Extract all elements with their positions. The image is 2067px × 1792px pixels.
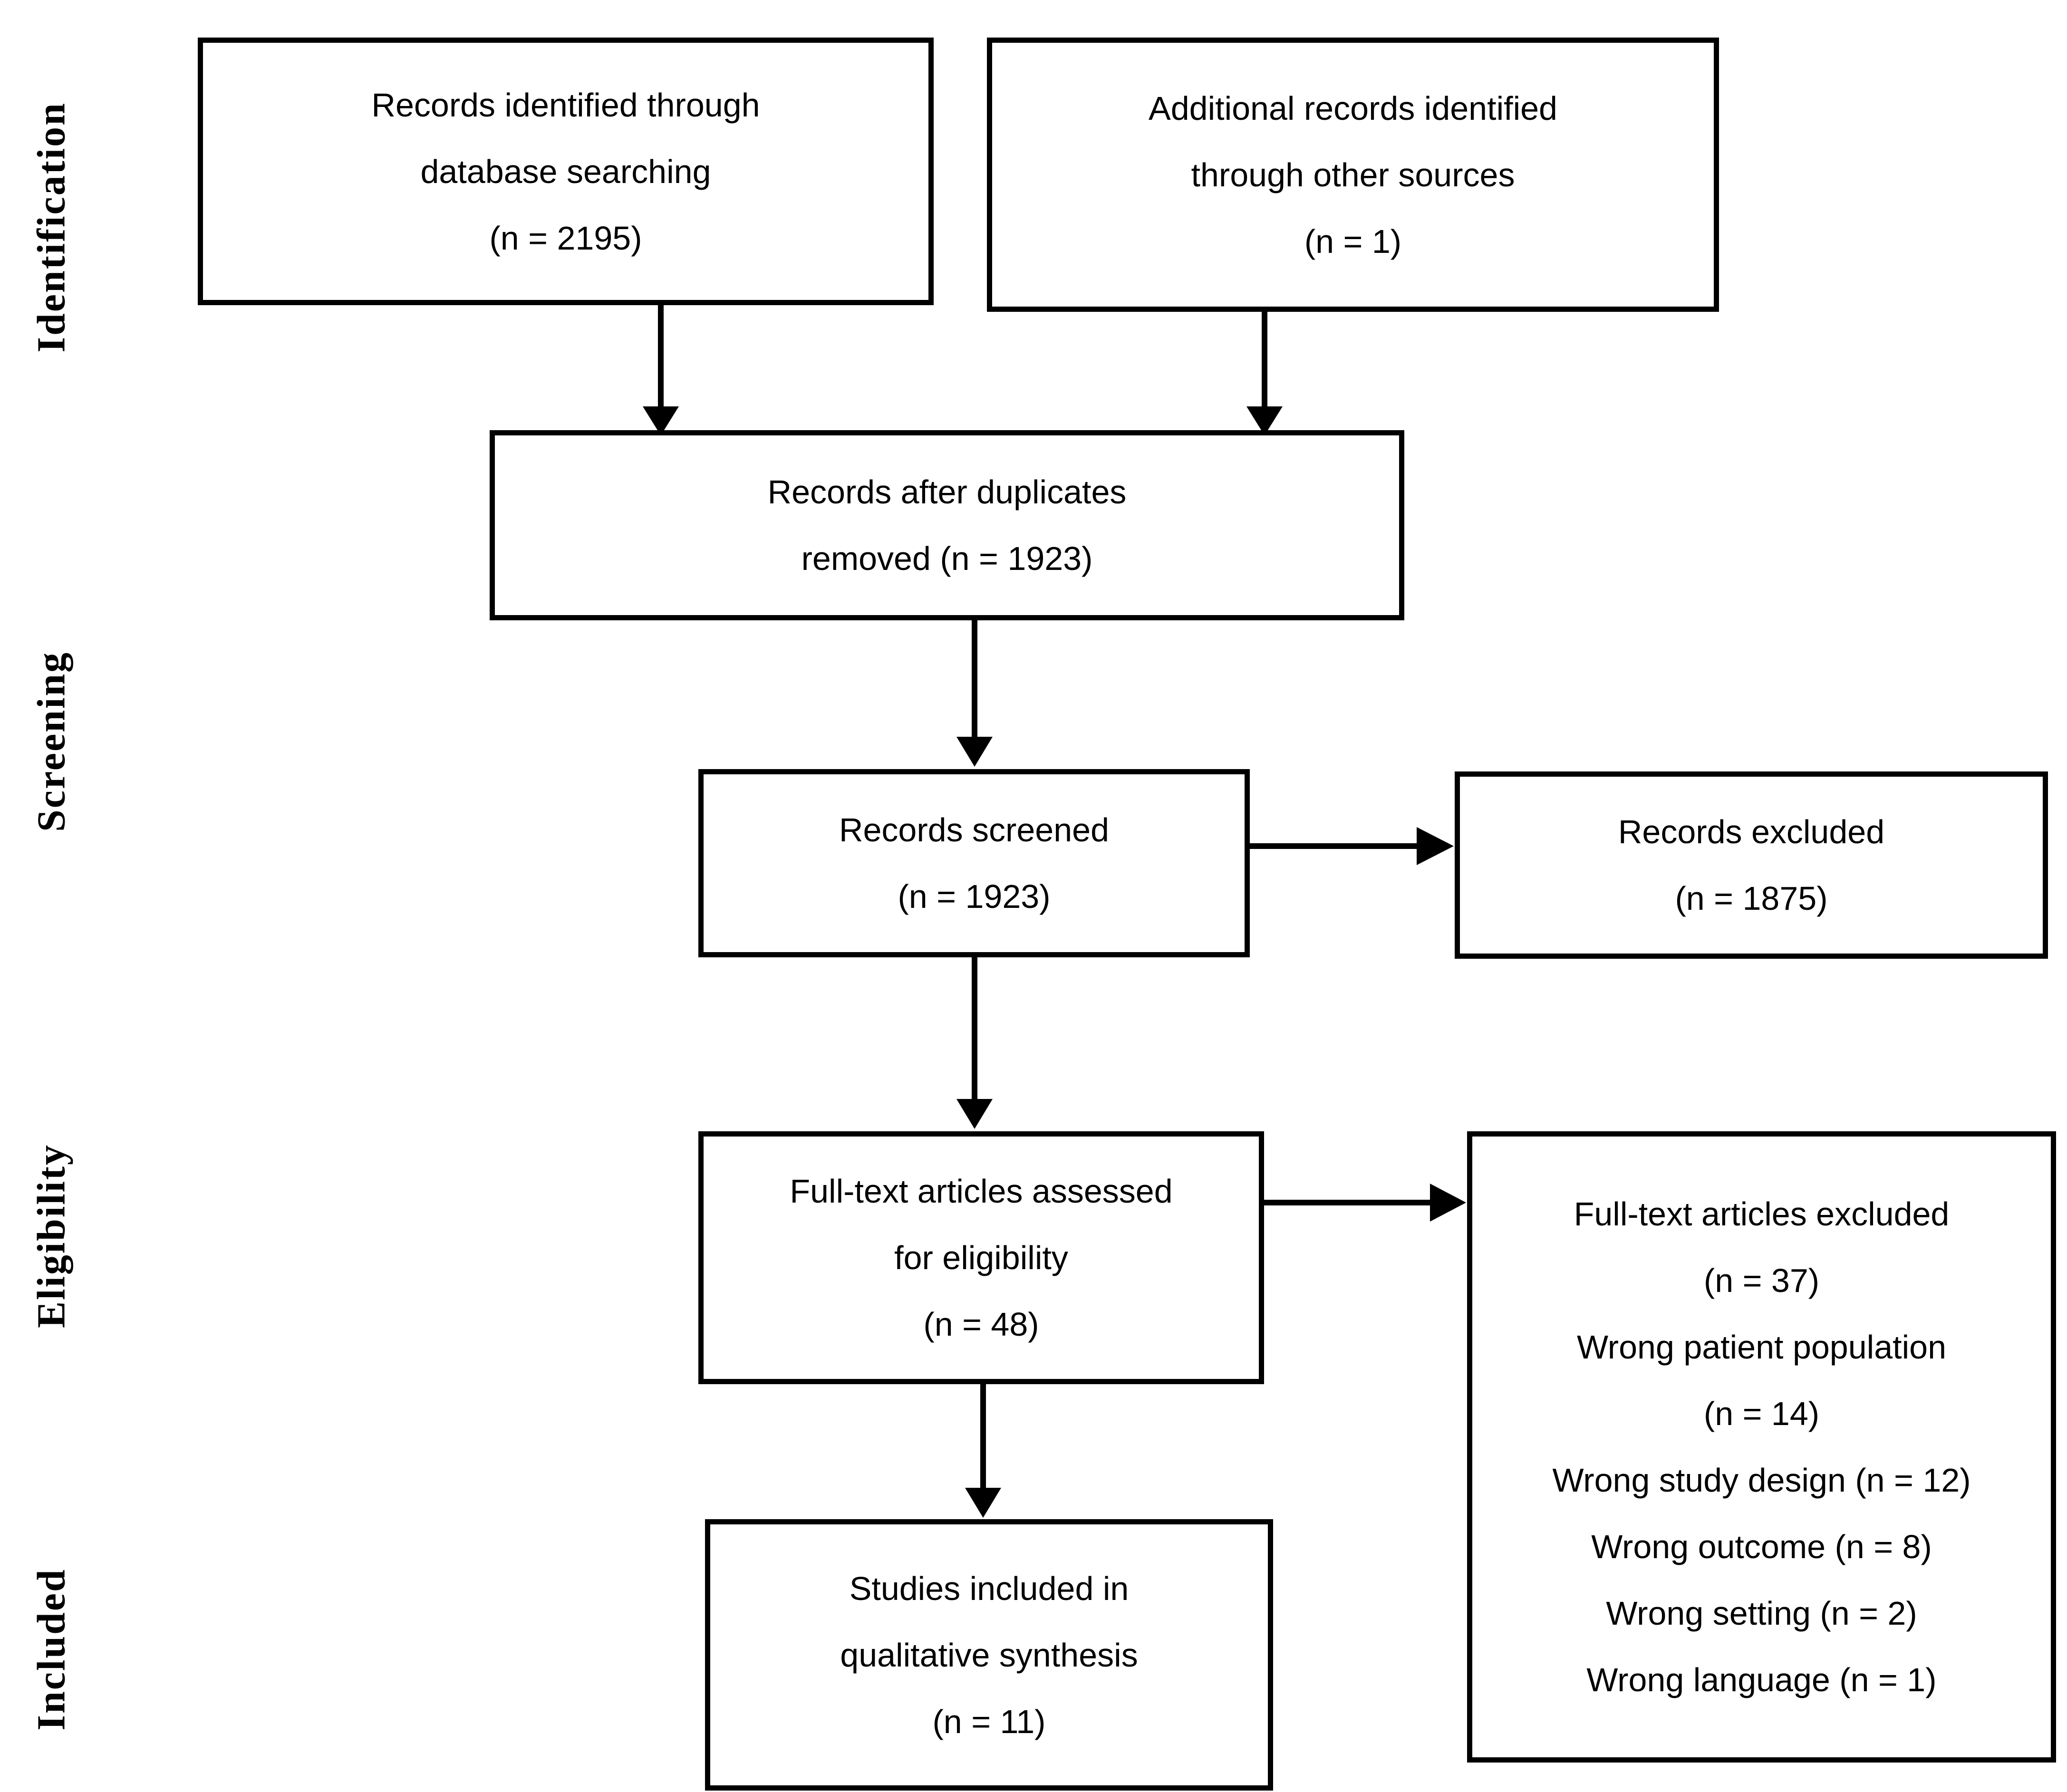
box-fulltext-assessed: Full-text articles assessed for eligibil…	[698, 1131, 1264, 1384]
box-line: Records excluded	[1618, 813, 1885, 850]
arrow-screened-to-fulltext	[956, 957, 993, 1129]
box-line: Wrong setting (n = 2)	[1606, 1595, 1917, 1632]
box-line: Records after duplicates	[767, 473, 1127, 511]
box-line: removed (n = 1923)	[801, 540, 1093, 577]
box-fulltext-excluded: Full-text articles excluded (n = 37) Wro…	[1467, 1131, 2056, 1763]
stage-label-screening: Screening	[29, 651, 74, 832]
box-records-screened: Records screened (n = 1923)	[698, 769, 1250, 957]
box-line: (n = 11)	[932, 1703, 1046, 1740]
stage-label-eligibility: Eligibility	[29, 1144, 74, 1328]
box-line: (n = 2195)	[489, 219, 642, 257]
box-line: Studies included in	[849, 1570, 1129, 1607]
box-records-excluded: Records excluded (n = 1875)	[1455, 771, 2048, 959]
box-line: database searching	[420, 153, 711, 190]
box-line: (n = 1923)	[898, 878, 1051, 915]
box-line: Records screened	[839, 811, 1110, 848]
box-line: (n = 48)	[923, 1306, 1039, 1343]
arrow-fulltext-to-included	[965, 1384, 1001, 1518]
box-line: Records identified through	[371, 86, 760, 124]
box-line: Wrong study design (n = 12)	[1552, 1462, 1971, 1499]
box-line: qualitative synthesis	[840, 1636, 1138, 1674]
box-line: for eligibility	[894, 1239, 1068, 1276]
arrow-screened-to-excluded	[1250, 827, 1454, 865]
arrow-identified-to-duplicates	[643, 305, 679, 435]
box-line: (n = 14)	[1703, 1395, 1820, 1432]
box-records-after-duplicates: Records after duplicates removed (n = 19…	[490, 430, 1404, 620]
stage-label-included: Included	[29, 1568, 74, 1731]
box-line: Wrong outcome (n = 8)	[1591, 1528, 1932, 1565]
box-line: Full-text articles excluded	[1574, 1195, 1950, 1233]
box-records-identified: Records identified through database sear…	[198, 38, 934, 305]
box-line: Additional records identified	[1149, 89, 1557, 127]
box-line: Wrong patient population	[1576, 1329, 1947, 1366]
box-studies-included: Studies included in qualitative synthesi…	[705, 1519, 1273, 1791]
box-additional-records: Additional records identified through ot…	[987, 38, 1719, 312]
box-line: Wrong language (n = 1)	[1586, 1661, 1937, 1698]
arrow-additional-to-duplicates	[1246, 312, 1283, 435]
box-line: through other sources	[1191, 156, 1515, 193]
arrow-duplicates-to-screened	[956, 620, 993, 767]
box-line: (n = 37)	[1703, 1262, 1820, 1299]
box-line: (n = 1)	[1304, 222, 1402, 260]
stage-label-identification: Identification	[29, 102, 74, 353]
arrow-fulltext-to-fulltext-excluded	[1264, 1184, 1466, 1222]
box-line: Full-text articles assessed	[790, 1173, 1173, 1210]
box-line: (n = 1875)	[1675, 880, 1828, 917]
